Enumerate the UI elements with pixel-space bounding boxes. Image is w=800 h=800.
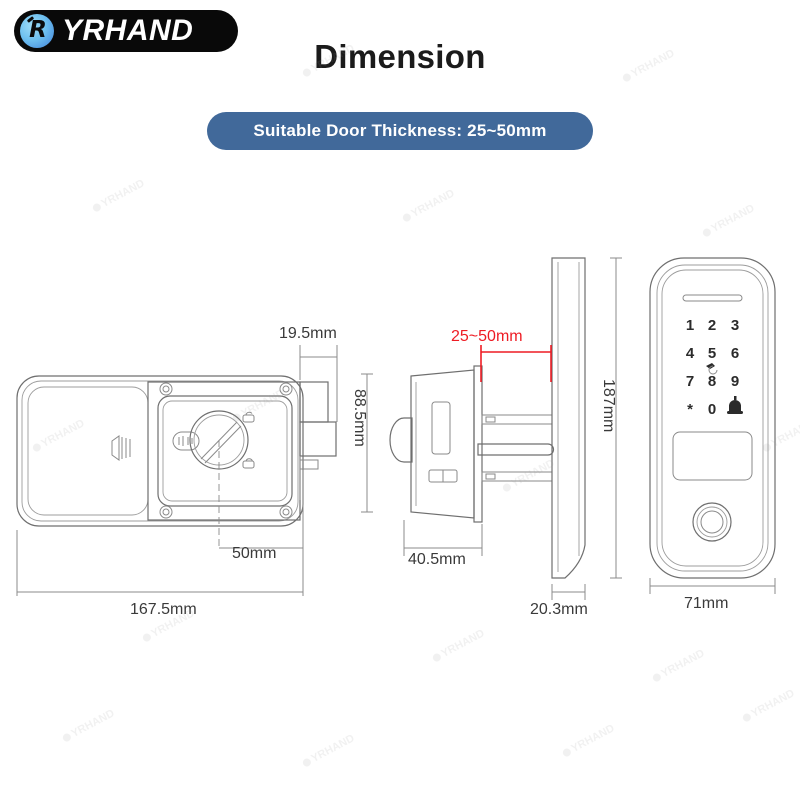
- dimension-door-thickness: [480, 345, 552, 382]
- screw-hole: [159, 382, 173, 396]
- rear-body-knob-plate-inner: [162, 400, 288, 502]
- key-8[interactable]: 8: [708, 373, 716, 390]
- dimension-body-depth: [403, 520, 483, 556]
- spindle-rod: [477, 443, 555, 456]
- dimension-panel-width: [649, 578, 776, 594]
- door-panel-profile: [551, 257, 586, 579]
- rear-body-latch-lower: [299, 421, 337, 457]
- rear-body-outline: [16, 375, 304, 527]
- dimension-label-body-depth: 40.5mm: [408, 551, 466, 568]
- brand-mark-letter: R: [29, 16, 47, 43]
- rear-body-plate-edge: [147, 381, 301, 521]
- view-rear-body: [16, 375, 337, 548]
- front-panel-inner-outline: [656, 264, 769, 572]
- dimension-label-panel-thickness: 20.3mm: [530, 601, 588, 618]
- rear-body-inner-outline: [21, 380, 299, 522]
- screw-hole: [279, 505, 293, 519]
- dimension-label-panel-width: 71mm: [684, 595, 729, 612]
- key-star[interactable]: *: [687, 401, 693, 418]
- bell-icon[interactable]: [727, 396, 743, 414]
- key-6[interactable]: 6: [731, 345, 739, 362]
- dimension-label-latch-depth: 19.5mm: [279, 325, 337, 342]
- dimension-panel-thickness: [551, 584, 586, 600]
- brand-logo: R YRHAND: [14, 10, 238, 52]
- rear-body-knob-plate: [157, 395, 293, 507]
- screw-hole: [279, 382, 293, 396]
- key-3[interactable]: 3: [731, 317, 739, 334]
- door-thickness-badge: Suitable Door Thickness: 25~50mm: [207, 112, 593, 150]
- lock-open-icon: [242, 458, 255, 469]
- key-9[interactable]: 9: [731, 373, 739, 390]
- mounting-screw-rod-bottom: [481, 471, 553, 482]
- rear-body-latch-upper: [299, 381, 329, 423]
- speaker-icon: [111, 435, 131, 461]
- dimension-knob-offset: [219, 530, 304, 556]
- key-0[interactable]: 0: [708, 401, 716, 418]
- side-body-outline: [410, 369, 475, 519]
- view-front-panel: 1 2 3 4 5 6 7 8 9 * 0: [649, 257, 776, 579]
- dimension-label-overall-width: 167.5mm: [130, 601, 197, 618]
- side-knob-bulge: [389, 417, 413, 463]
- front-panel-outline: [649, 257, 776, 579]
- brand-logo-mark-icon: R: [20, 14, 54, 48]
- brand-name: YRHAND: [62, 14, 194, 47]
- key-5[interactable]: 5: [708, 345, 716, 362]
- touch-hint-icon: [706, 363, 718, 375]
- nfc-badge-icon: [172, 431, 200, 451]
- key-7[interactable]: 7: [686, 373, 694, 390]
- key-4[interactable]: 4: [686, 345, 695, 362]
- status-light-bar: [682, 294, 743, 302]
- dimension-label-panel-height: 187mm: [600, 379, 617, 433]
- dimension-label-body-height: 88.5mm: [351, 389, 368, 447]
- dimension-label-door-thickness: 25~50mm: [451, 328, 523, 345]
- dimension-overall-width: [16, 470, 304, 596]
- front-panel-inner-outline-2: [661, 269, 764, 567]
- key-1[interactable]: 1: [686, 317, 694, 334]
- view-side-profile: [389, 257, 586, 579]
- lock-closed-icon: [242, 411, 255, 423]
- dimension-panel-height: [610, 257, 622, 579]
- dimension-body-height: [361, 373, 373, 513]
- keypad[interactable]: 1 2 3 4 5 6 7 8 9 * 0: [686, 317, 739, 418]
- side-body-button: [428, 469, 458, 483]
- screw-hole: [159, 505, 173, 519]
- page-title: Dimension: [314, 38, 486, 75]
- dimension-latch-depth: [299, 345, 338, 422]
- rfid-card-area[interactable]: [672, 431, 753, 481]
- key-2[interactable]: 2: [708, 317, 716, 334]
- mounting-screw-rod-top: [481, 414, 553, 425]
- side-body-window: [431, 401, 451, 455]
- dimension-label-knob-offset: 50mm: [232, 545, 277, 562]
- fingerprint-sensor[interactable]: [692, 502, 732, 542]
